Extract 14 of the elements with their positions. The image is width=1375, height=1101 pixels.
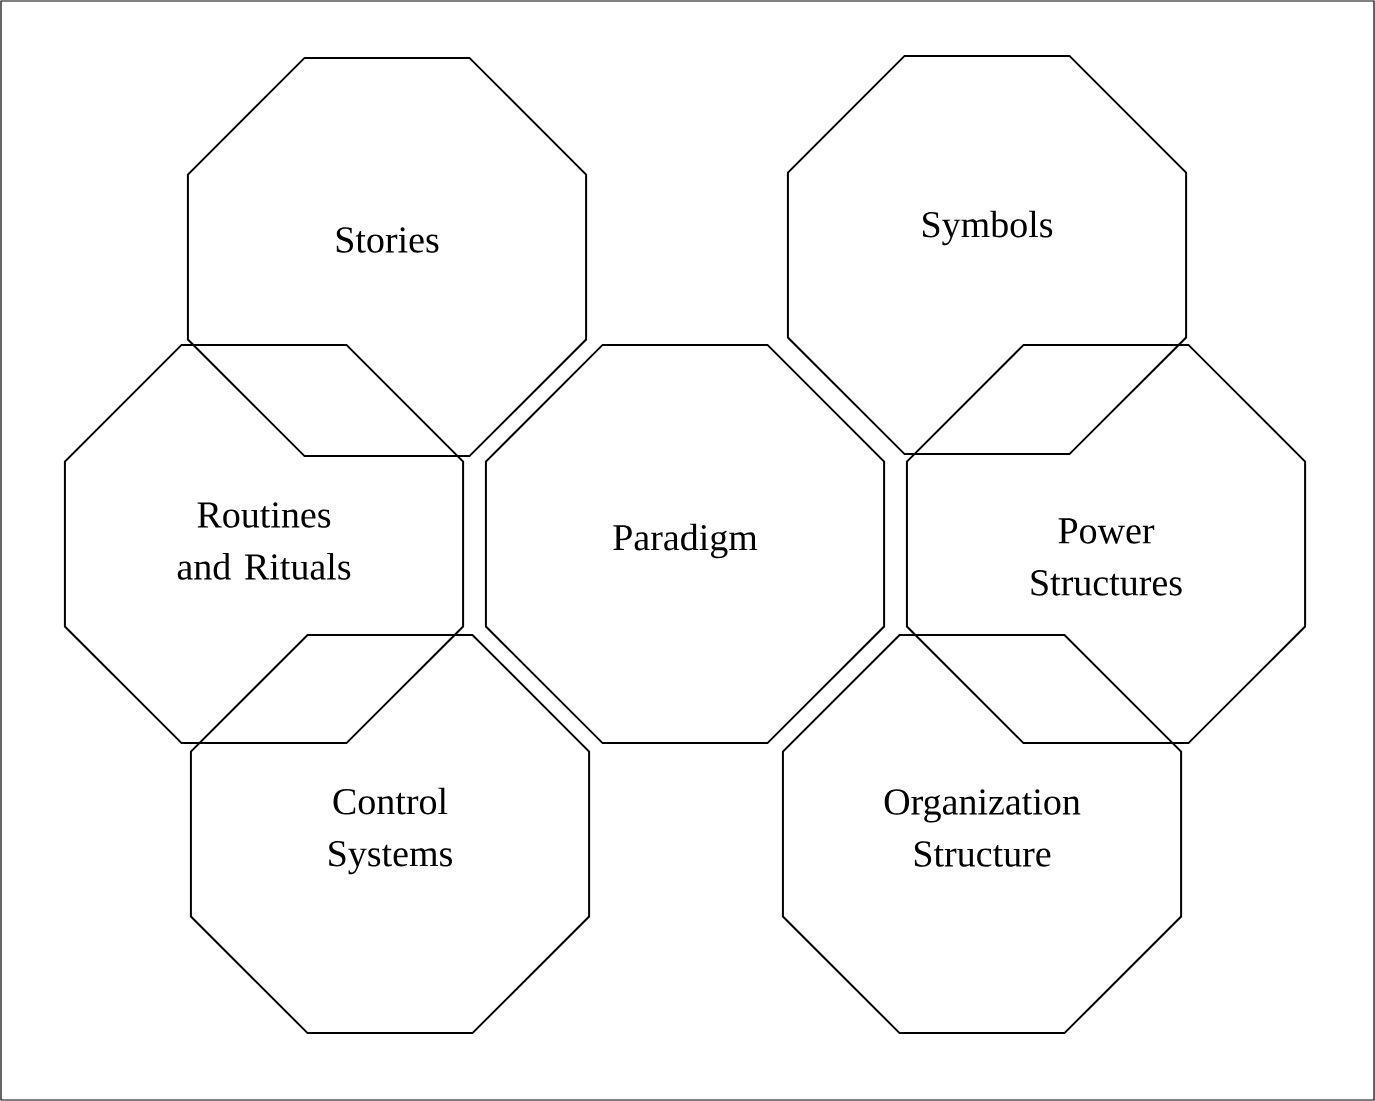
node-text: Organization Structure — [884, 789, 1081, 867]
octagon — [905, 343, 1307, 745]
octagon — [189, 633, 591, 1035]
node-text: Power Structures — [1031, 518, 1182, 596]
node-text: Symbols — [923, 210, 1053, 246]
octagon — [63, 343, 465, 745]
node-text: Stories — [336, 227, 439, 253]
octagon — [781, 633, 1183, 1035]
octagon — [484, 343, 886, 745]
node-text: Paradigm — [613, 523, 758, 559]
node-text: Routines and Rituals — [177, 502, 351, 580]
octagon — [786, 54, 1188, 456]
octagon — [186, 56, 588, 458]
node-text: Control Systems — [329, 787, 452, 875]
